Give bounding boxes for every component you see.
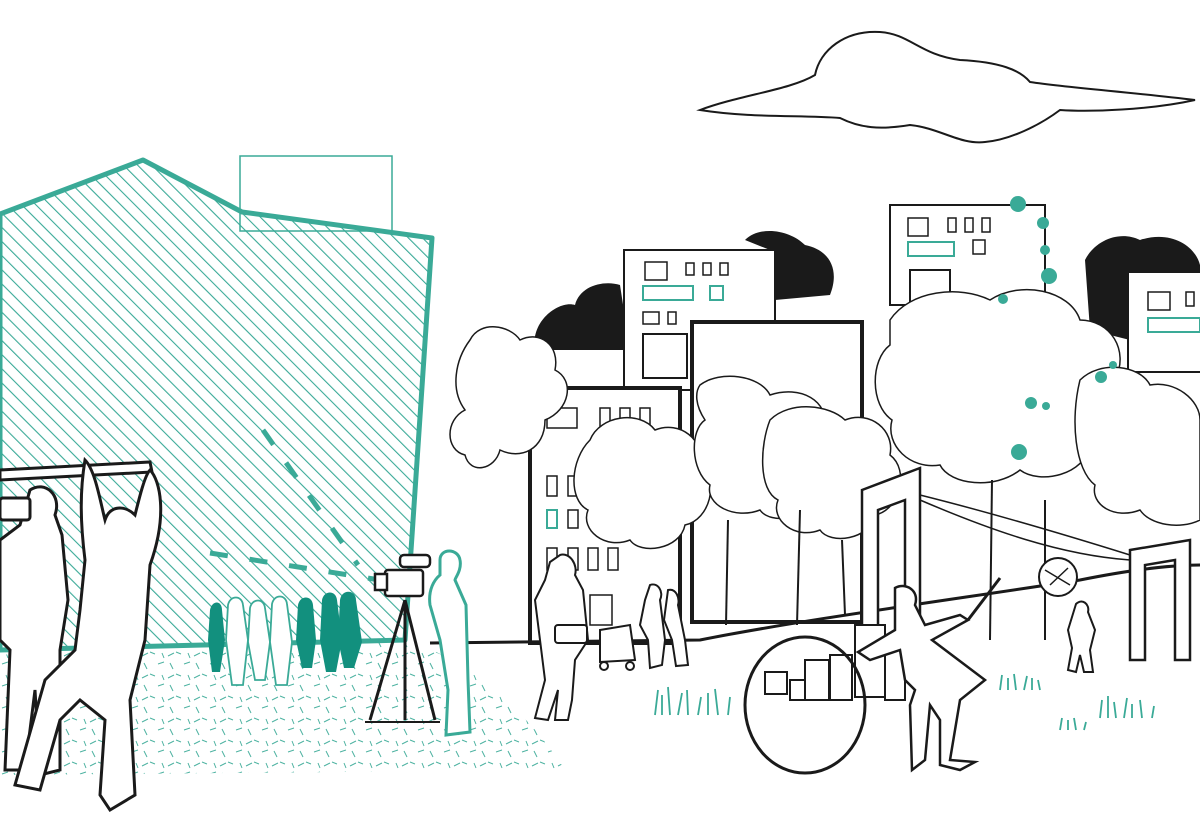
person-icon-photographer: [533, 553, 590, 722]
stick: [966, 577, 1002, 621]
grass-tufts: [654, 673, 1155, 731]
floating-dots: [998, 196, 1117, 460]
person-icon-child: [1066, 600, 1097, 674]
video-camera-icon: [373, 553, 432, 598]
projection-dash-line-2: [209, 550, 381, 583]
projection-dash-line: [260, 428, 361, 567]
camera-operator-person: [428, 549, 472, 737]
rope-line-2: [919, 499, 1131, 561]
crowd-silhouettes: [208, 591, 362, 686]
stroller-icon: [599, 623, 637, 671]
cloud-icon: [696, 30, 1196, 144]
tripod-icon: [365, 599, 440, 723]
dark-tree-canopy-left: [534, 283, 630, 350]
play-blocks: [764, 624, 906, 701]
ground-line: [429, 563, 1200, 645]
person-icon-pole-carrier: [0, 456, 163, 813]
apartment-building-icon-4: [1127, 271, 1200, 373]
person-icon-parents: [638, 583, 690, 670]
tree-icon: [449, 288, 1200, 550]
apartment-building-icon-3: [889, 204, 1046, 306]
person-icon-girl: [855, 584, 988, 773]
ball-icon: [1038, 557, 1078, 597]
hula-hoop-icon: [743, 635, 867, 775]
dark-tree-canopy-center: [745, 230, 834, 300]
rope-line: [919, 494, 1131, 556]
